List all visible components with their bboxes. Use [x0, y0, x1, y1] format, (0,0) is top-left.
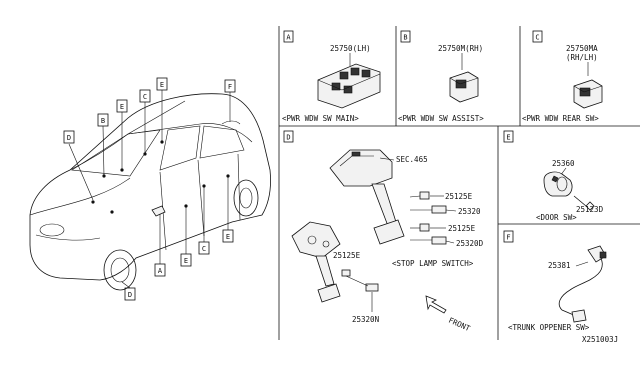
panel-a: A 25750(LH) <PWR WDW SW MAIN> [282, 30, 381, 123]
panel-b-caption: <PWR WDW SW ASSIST> [398, 114, 484, 123]
part-25360: 25360 [552, 159, 575, 168]
part-sec-465: SEC.465 [396, 155, 428, 164]
callout-c: C [139, 89, 151, 103]
part-25125e-a: 25125E [445, 192, 473, 201]
vehicle-illustration [29, 93, 271, 291]
callout-e1: E [116, 99, 128, 113]
part-25125e-b: 25125E [448, 224, 476, 233]
panel-e-caption: <DOOR SW> [536, 213, 577, 222]
part-25320n: 25320N [352, 315, 379, 324]
callout-d-bottom: D [124, 287, 136, 301]
panel-e: E 25360 25123D <DOOR SW> [503, 130, 604, 222]
svg-text:B: B [101, 117, 105, 125]
panel-d-letter: D [286, 134, 290, 142]
callout-b: B [97, 113, 109, 127]
panel-a-letter: A [286, 34, 291, 42]
panel-f: F 25381 <TRUNK OPPENER SW> [503, 230, 607, 332]
diagram-code: X251003J [582, 335, 618, 344]
panel-b-letter: B [403, 34, 407, 42]
part-25320d: 25320D [456, 239, 484, 248]
callout-e3: E [180, 253, 192, 267]
callout-leaders [68, 90, 231, 289]
svg-text:E: E [226, 233, 230, 241]
callout-e2: E [156, 77, 168, 91]
svg-text:E: E [184, 257, 188, 265]
svg-text:C: C [143, 93, 147, 101]
panel-a-caption: <PWR WDW SW MAIN> [282, 114, 359, 123]
part-25750ma: 25750MA [566, 44, 598, 53]
panel-d: D SEC.465 25125E 25320 25125E 25320D [283, 130, 484, 334]
front-label: FRONT [447, 316, 472, 334]
panel-c-letter: C [535, 34, 539, 42]
svg-text:E: E [160, 81, 164, 89]
panel-c-caption: <PWR WDW REAR SW> [522, 114, 599, 123]
part-25125e-c: 25125E [333, 251, 361, 260]
callout-e4: E [222, 229, 234, 243]
svg-text:F: F [228, 83, 232, 91]
callout-f: F [224, 79, 236, 93]
svg-text:A: A [158, 267, 163, 275]
panel-grid [278, 26, 640, 340]
callout-a: A [154, 263, 166, 277]
panel-f-letter: F [506, 234, 510, 242]
panel-c: C 25750MA (RH/LH) <PWR WDW REAR SW> [522, 30, 603, 123]
svg-text:C: C [202, 245, 206, 253]
part-25750m-rh: 25750M(RH) [438, 44, 483, 53]
part-25123d: 25123D [576, 205, 604, 214]
callout-d-left: D [63, 130, 75, 144]
svg-text:D: D [128, 291, 132, 299]
panel-e-letter: E [506, 134, 510, 142]
part-25750ma-note: (RH/LH) [566, 53, 598, 62]
part-25381: 25381 [548, 261, 571, 270]
callout-c-lower: C [198, 241, 210, 255]
part-25750-lh: 25750(LH) [330, 44, 371, 53]
panel-b: B 25750M(RH) <PWR WDW SW ASSIST> [398, 30, 484, 123]
part-25320: 25320 [458, 207, 481, 216]
panel-d-caption: <STOP LAMP SWITCH> [392, 259, 474, 268]
svg-text:E: E [120, 103, 124, 111]
svg-text:D: D [67, 134, 71, 142]
panel-f-caption: <TRUNK OPPENER SW> [508, 323, 590, 332]
